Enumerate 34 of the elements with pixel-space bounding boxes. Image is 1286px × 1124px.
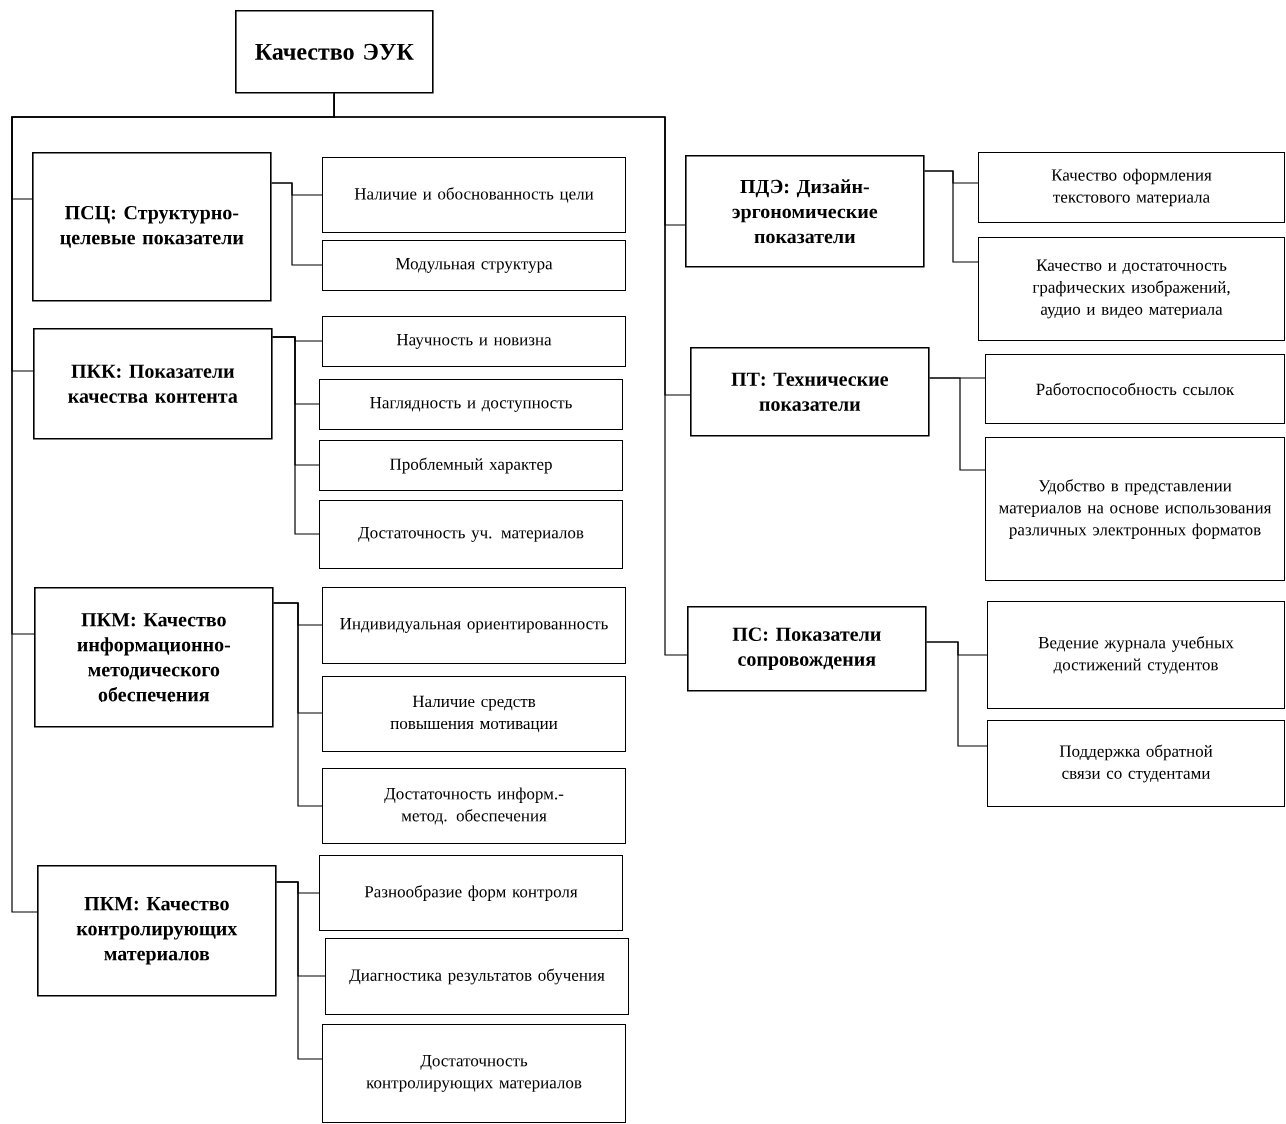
indicator-box: Разнообразие форм контроля — [319, 855, 623, 931]
connector — [272, 336, 320, 535]
connector — [273, 602, 323, 807]
category-box: ПКМ: Качество информационно-методического обеспечения — [34, 587, 274, 728]
category-box: ПТ: Технические показатели — [690, 347, 930, 437]
connector — [271, 182, 323, 266]
connector — [926, 641, 988, 747]
connector — [924, 170, 979, 263]
category-box: ПКМ: Качество контролирующих материалов — [37, 865, 277, 997]
indicator-box: Достаточность контролирующих материалов — [322, 1024, 626, 1123]
indicator-box: Проблемный характер — [319, 440, 623, 491]
indicator-box: Ведение журнала учебных достижений студентов — [987, 601, 1285, 709]
indicator-box: Модульная структура — [322, 240, 626, 291]
connector — [276, 881, 323, 1060]
indicator-box: Наличие средств повышения мотивации — [322, 676, 626, 752]
indicator-box: Качество и достаточность графических изображений, аудио и видео материала — [978, 237, 1285, 341]
indicator-box: Удобство в представлении материалов на основе использования различных электронных форматов — [985, 437, 1285, 581]
category-box: ПСЦ: Структурно-целевые показатели — [32, 152, 272, 302]
category-box: ПС: Показатели сопровождения — [687, 606, 927, 692]
indicator-box: Поддержка обратной связи со студентами — [987, 720, 1285, 807]
indicator-box: Достаточность уч. материалов — [319, 500, 623, 569]
title-box: Качество ЭУК — [235, 10, 434, 94]
indicator-box: Индивидуальная ориентированность — [322, 587, 626, 664]
indicator-box: Научность и новизна — [322, 316, 626, 367]
connector — [333, 93, 688, 656]
connector — [929, 377, 986, 471]
category-box: ПКК: Показатели качества контента — [33, 328, 273, 440]
indicator-box: Достаточность информ.-метод. обеспечения — [322, 768, 626, 844]
indicator-box: Наличие и обоснованность цели — [322, 157, 626, 233]
indicator-box: Работоспособность ссылок — [985, 354, 1285, 424]
indicator-box: Диагностика результатов обучения — [325, 938, 629, 1015]
indicator-box: Наглядность и доступность — [319, 379, 623, 430]
category-box: ПДЭ: Дизайн-эргономические показатели — [685, 155, 925, 268]
indicator-box: Качество оформления текстового материала — [978, 152, 1285, 223]
